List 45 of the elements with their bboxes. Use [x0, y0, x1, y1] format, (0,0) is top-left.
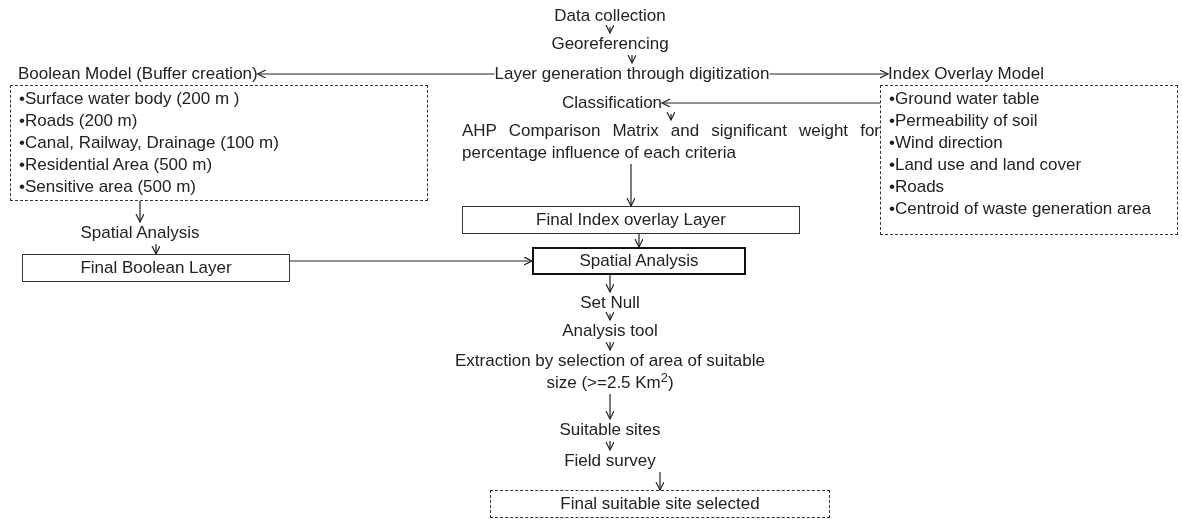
step-label: Extraction by selection of area of suitable size (>=2.5 Km$^{2}$) — [440, 350, 780, 394]
arrow — [605, 440, 615, 451]
criteria-item: •Permeability of soil — [889, 110, 1039, 132]
step-label: Data collection — [554, 5, 666, 27]
step-label: Field survey — [564, 450, 656, 472]
arrow — [135, 200, 145, 223]
arrow — [666, 111, 676, 121]
arrow — [655, 471, 665, 491]
step-label: Spatial Analysis — [80, 222, 200, 244]
criteria-item: •Centroid of waste generation area — [889, 198, 1153, 220]
criteria-item: •Residential Area (500 m) — [19, 154, 214, 176]
step-label: Set Null — [580, 292, 640, 314]
process-box: Spatial Analysis — [532, 247, 746, 275]
arrow — [634, 233, 644, 248]
group-heading: Index Overlay Model — [888, 63, 1044, 85]
arrow — [289, 256, 533, 266]
criteria-item: •Roads (200 m) — [19, 110, 139, 132]
criteria-item: •Ground water table — [889, 88, 1041, 110]
criteria-item: •Roads — [889, 176, 946, 198]
process-box: Final Index overlay Layer — [462, 206, 800, 234]
arrow — [605, 341, 615, 351]
step-label: Analysis tool — [562, 320, 658, 342]
criteria-item: •Canal, Railway, Drainage (100 m) — [19, 132, 280, 154]
arrow — [627, 54, 637, 64]
criteria-item: •Sensitive area (500 m) — [19, 176, 197, 198]
step-label: Georeferencing — [551, 33, 669, 55]
criteria-item: •Wind direction — [889, 132, 1004, 154]
arrow — [626, 163, 636, 207]
arrow — [605, 274, 615, 293]
step-label: Classification — [561, 92, 663, 114]
arrow — [605, 311, 615, 321]
result-box: Final suitable site selected — [490, 490, 830, 518]
step-label: AHP Comparison Matrix and significant weight for percentage influence of each criteria — [462, 120, 880, 164]
step-label: Layer generation through digitization — [494, 63, 770, 85]
arrow — [661, 98, 881, 108]
criteria-item: •Land use and land cover — [889, 154, 1083, 176]
arrow — [768, 69, 889, 79]
group-heading: Boolean Model (Buffer creation) — [18, 63, 258, 85]
step-label: Suitable sites — [559, 419, 661, 441]
arrow — [605, 24, 615, 34]
arrow — [151, 243, 161, 255]
arrow — [605, 393, 615, 420]
process-box: Final Boolean Layer — [22, 254, 290, 282]
criteria-item: •Surface water body (200 m ) — [19, 88, 241, 110]
arrow — [257, 69, 496, 79]
